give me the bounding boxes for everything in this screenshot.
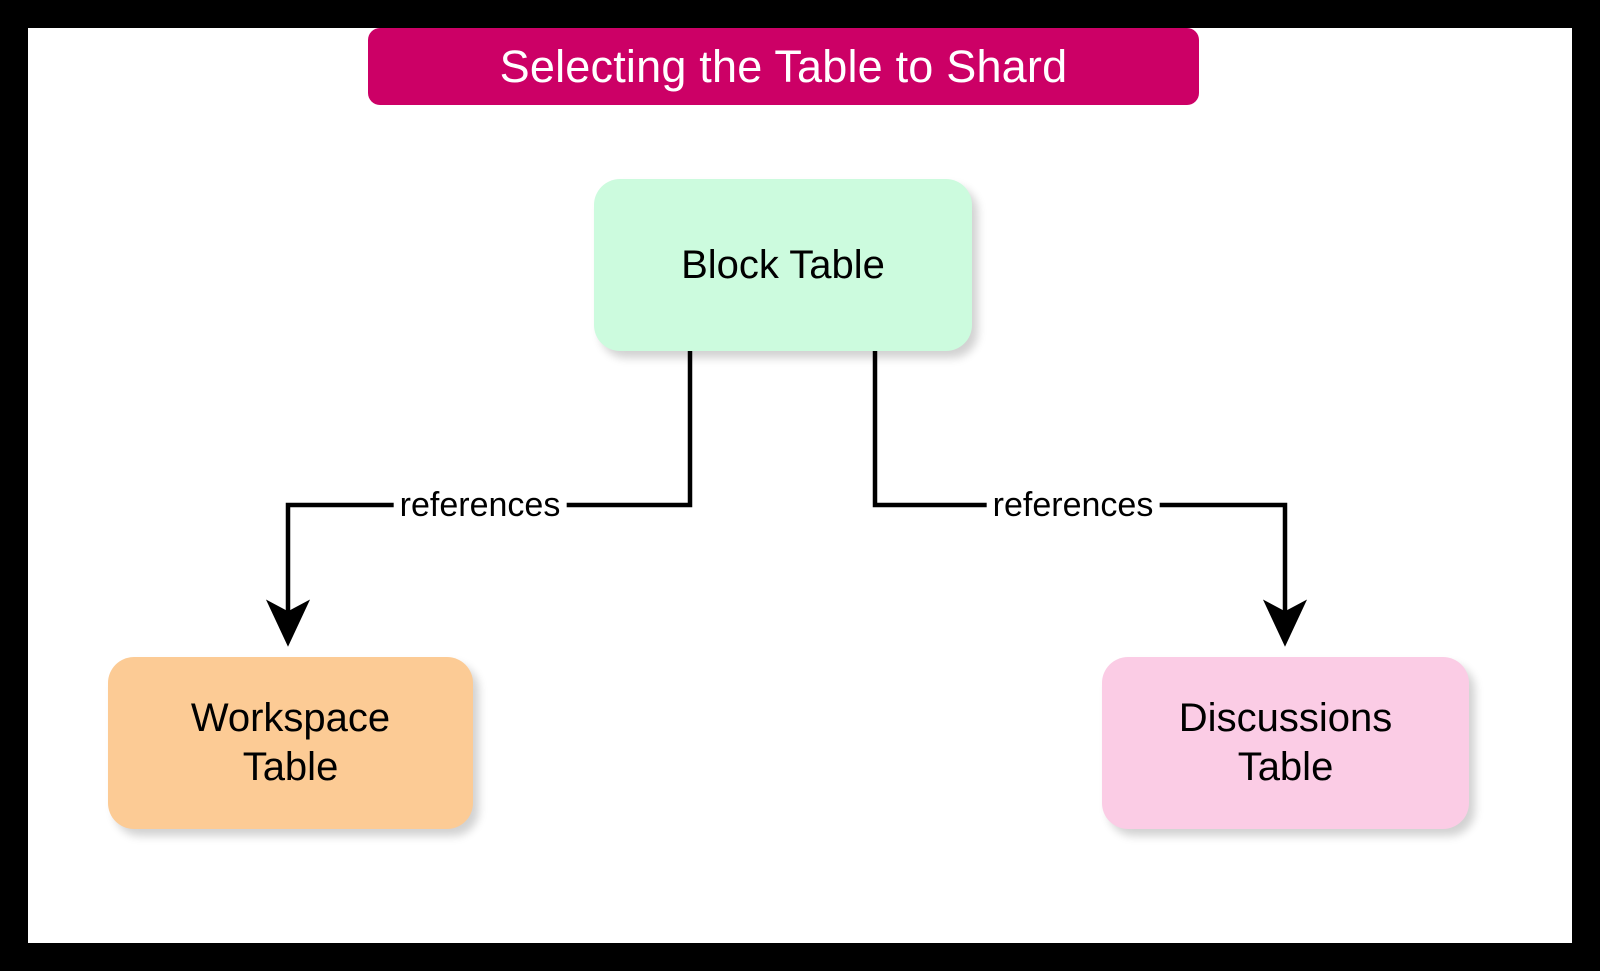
page-title: Selecting the Table to Shard [499,41,1068,92]
node-discussions-table[interactable]: Discussions Table [1102,657,1469,829]
node-discussions-table-label: Discussions Table [1169,694,1402,792]
edge-label-references-workspace: references [393,486,567,524]
node-workspace-table[interactable]: Workspace Table [108,657,473,829]
edge-label-references-discussions: references [986,486,1160,524]
node-discussions-table-label-line1: Discussions [1178,696,1393,741]
diagram-canvas: Selecting the Table to Shard references … [28,28,1572,943]
node-workspace-table-label-line2: Table [242,745,339,789]
node-block-table-label: Block Table [681,242,885,287]
flowchart: references references Block Table Worksp… [28,28,1572,943]
node-workspace-table-label: Workspace Table [181,694,400,792]
node-workspace-table-label-line1: Workspace [190,696,391,741]
node-block-table[interactable]: Block Table [594,179,972,351]
page-title-banner: Selecting the Table to Shard [368,28,1199,105]
node-discussions-table-label-line2: Table [1237,745,1334,789]
